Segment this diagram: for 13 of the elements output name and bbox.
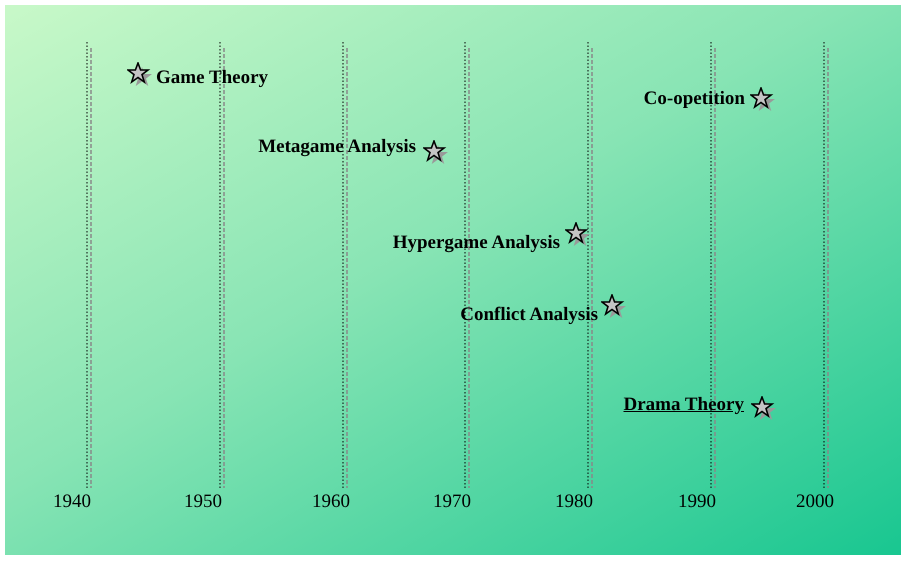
timeline-label: Metagame Analysis <box>258 136 416 158</box>
year-label: 1960 <box>312 491 350 513</box>
timeline-label: Co-opetition <box>644 88 745 110</box>
timeline-label: Conflict Analysis <box>460 304 598 326</box>
year-label: 1950 <box>184 491 222 513</box>
year-label: 1970 <box>433 491 471 513</box>
timeline-label: Game Theory <box>156 67 268 89</box>
year-label: 1980 <box>555 491 593 513</box>
year-label: 2000 <box>796 491 834 513</box>
year-label: 1940 <box>53 491 91 513</box>
timeline-label: Hypergame Analysis <box>392 232 560 254</box>
timeline-label: Drama Theory <box>624 394 744 416</box>
year-label: 1990 <box>678 491 716 513</box>
